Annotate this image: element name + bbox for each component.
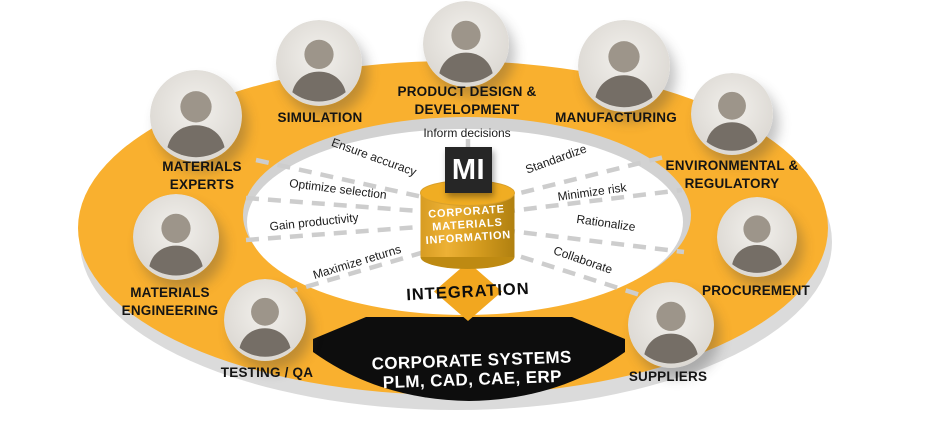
- role-label-line: SIMULATION: [277, 110, 363, 125]
- role-label-line: ENVIRONMENTAL &: [665, 158, 799, 173]
- materials-experts-photo: [150, 70, 242, 162]
- spoke-label-inform-decisions: Inform decisions: [423, 126, 511, 140]
- integration-diamond: [434, 262, 502, 321]
- person-avatar-icon: [224, 279, 306, 361]
- spoke-line-maximize-returns: [284, 245, 439, 296]
- simulation-photo: [276, 20, 362, 106]
- role-label-line: SUPPLIERS: [628, 369, 708, 384]
- role-label-line: MATERIALS: [130, 285, 210, 300]
- spoke-line-gain-productivity: [245, 223, 433, 243]
- person-avatar-icon: [276, 20, 362, 106]
- role-label-materials-engineering: MATERIALS ENGINEERING: [85, 284, 255, 320]
- spoke-line-standardize: [499, 153, 669, 201]
- role-label-manufacturing: MANUFACTURING: [531, 109, 701, 127]
- suppliers-photo: [628, 282, 714, 368]
- role-label-line: DEVELOPMENT: [414, 102, 520, 117]
- person-avatar-icon: [628, 282, 714, 368]
- person-avatar-icon: [150, 70, 242, 162]
- hub-cylinder-label: CORPORATE MATERIALS INFORMATION: [417, 203, 518, 249]
- role-label-suppliers: SUPPLIERS: [583, 368, 753, 386]
- person-avatar-icon: [133, 194, 219, 280]
- mi-logo-text: MI: [451, 153, 486, 186]
- role-label-product-design-development: PRODUCT DESIGN & DEVELOPMENT: [382, 83, 552, 119]
- role-label-line: PROCUREMENT: [702, 283, 810, 298]
- spoke-line-optimize-selection: [245, 195, 433, 215]
- person-avatar-icon: [578, 20, 670, 112]
- mi-logo-badge: MI: [445, 147, 492, 193]
- role-label-environmental-regulatory: ENVIRONMENTAL & REGULATORY: [647, 157, 817, 193]
- person-avatar-icon: [691, 73, 773, 155]
- role-label-procurement: PROCUREMENT: [671, 282, 841, 300]
- role-label-testing-qa: TESTING / QA: [182, 364, 352, 382]
- role-label-line: MATERIALS: [162, 159, 242, 174]
- testing-qa-photo: [224, 279, 306, 361]
- role-label-line: EXPERTS: [169, 177, 235, 192]
- person-avatar-icon: [717, 197, 797, 277]
- spoke-line-rationalize: [501, 227, 685, 255]
- spoke-line-collaborate: [499, 247, 663, 305]
- environmental-regulatory-photo: [691, 73, 773, 155]
- role-label-line: PRODUCT DESIGN &: [397, 84, 537, 99]
- role-label-line: TESTING / QA: [220, 365, 314, 380]
- spoke-line-minimize-risk: [501, 187, 683, 215]
- role-label-line: ENGINEERING: [121, 303, 219, 318]
- product-design-development-photo: [423, 1, 509, 87]
- hub-cylinder: [420, 180, 515, 269]
- procurement-photo: [717, 197, 797, 277]
- materials-engineering-photo: [133, 194, 219, 280]
- person-avatar-icon: [423, 1, 509, 87]
- spoke-line-ensure-accuracy: [255, 157, 437, 203]
- manufacturing-photo: [578, 20, 670, 112]
- role-label-simulation: SIMULATION: [235, 109, 405, 127]
- role-label-materials-experts: MATERIALS EXPERTS: [117, 158, 287, 194]
- spoke-lines: [245, 139, 685, 305]
- role-label-line: REGULATORY: [684, 176, 780, 191]
- role-label-line: MANUFACTURING: [555, 110, 677, 125]
- corporate-systems-slab: [313, 317, 625, 401]
